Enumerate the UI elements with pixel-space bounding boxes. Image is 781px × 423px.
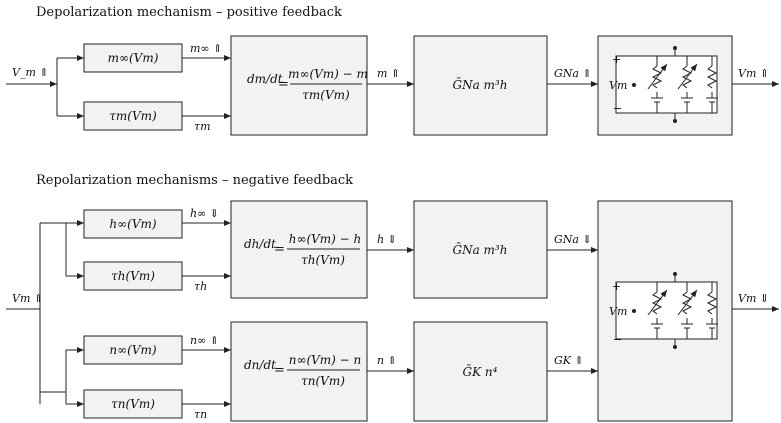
ode-n-lhs: dn/dt [244, 358, 276, 372]
block-tau-m [83, 101, 183, 131]
sig-hinf-label: h∞ ⇓ [190, 207, 219, 220]
ode-n-denominator: τn(Vm) [301, 374, 345, 388]
membrane-bottom-vm-label: Vm [609, 305, 627, 318]
svg-text:−: − [613, 333, 622, 346]
block-ode-n [230, 321, 368, 422]
membrane-circuit-top: + − [612, 46, 718, 123]
depolarization-title: Depolarization mechanism – positive feed… [36, 5, 342, 20]
svg-text:−: − [613, 102, 622, 115]
sig-tauh-label: τh [194, 280, 207, 293]
block-conductance-k [413, 321, 548, 422]
ode-m-out-label: m ⇑ [377, 67, 400, 80]
conductance-na-bottom-label: ḠNa m³h [453, 242, 508, 257]
block-conductance-na-top [413, 35, 548, 136]
block-h-inf-label: h∞(Vm) [109, 217, 156, 231]
membrane-circuit-bottom: + − [612, 272, 718, 349]
conductance-na-top-label: ḠNa m³h [453, 77, 508, 92]
block-tau-m-label: τm(Vm) [109, 109, 157, 123]
ode-h-numerator: h∞(Vm) − h [289, 232, 362, 246]
repol-output-label: Vm ⇓ [738, 292, 769, 305]
depol-output-label: Vm ⇑ [738, 67, 769, 80]
conductance-k-label: ḠK n⁴ [463, 364, 498, 379]
ode-h-denominator: τh(Vm) [301, 253, 345, 267]
ode-m-denominator: τm(Vm) [302, 88, 350, 102]
sig-taun-label: τn [194, 408, 207, 421]
ode-m-lhs: dm/dt [247, 72, 283, 86]
block-tau-n-label: τn(Vm) [111, 397, 155, 411]
depol-sig-taum-label: τm [194, 120, 211, 133]
ode-m-equals: = [278, 77, 289, 92]
depol-input-label: V_m ⇑ [12, 66, 49, 79]
depol-sig-minf-label: m∞ ⇑ [190, 42, 222, 55]
ode-n-numerator: n∞(Vm) − n [289, 353, 362, 367]
block-tau-h [83, 261, 183, 291]
block-tau-n [83, 389, 183, 419]
ode-n-equals: = [274, 363, 285, 378]
gna-top-label: GNa ⇑ [554, 67, 592, 80]
block-tau-h-label: τh(Vm) [111, 269, 155, 283]
block-m-inf-label: m∞(Vm) [108, 51, 159, 65]
ode-m-numerator: m∞(Vm) − m [288, 67, 368, 81]
svg-text:+: + [612, 53, 621, 66]
svg-text:+: + [612, 280, 621, 293]
block-conductance-na-bottom [413, 200, 548, 299]
block-n-inf-label: n∞(Vm) [109, 343, 156, 357]
block-ode-m [230, 35, 368, 136]
ode-n-out-label: n ⇑ [377, 354, 397, 367]
ode-h-equals: = [274, 242, 285, 257]
gk-label: GK ⇑ [554, 354, 584, 367]
block-h-inf [83, 209, 183, 239]
sig-ninf-label: n∞ ⇑ [190, 334, 219, 347]
repolarization-title: Repolarization mechanisms – negative fee… [36, 173, 353, 188]
ode-h-lhs: dh/dt [244, 237, 276, 251]
ode-h-out-label: h ⇓ [377, 233, 397, 246]
membrane-top-vm-label: Vm [609, 79, 627, 92]
repol-input-label: Vm ⇑ [12, 292, 43, 305]
block-m-inf [83, 43, 183, 73]
gna-bottom-label: GNa ⇓ [554, 233, 592, 246]
